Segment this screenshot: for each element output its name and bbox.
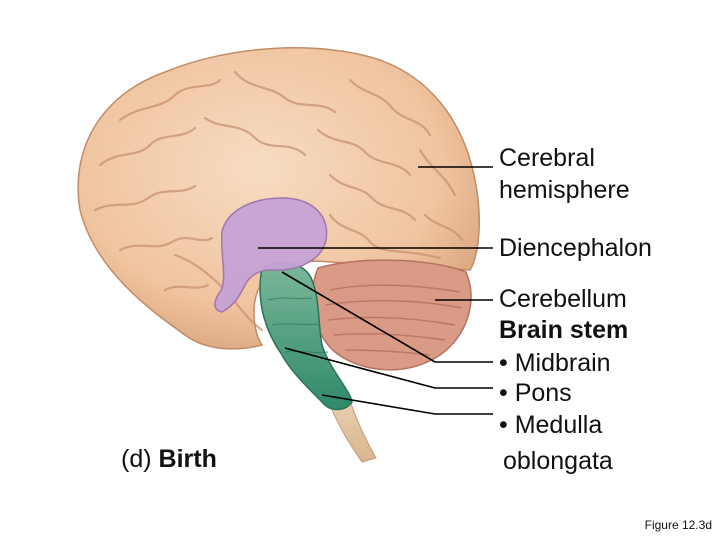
figure-number: Figure 12.3d xyxy=(645,518,712,532)
label-medulla-line2: oblongata xyxy=(503,446,613,477)
cerebellum xyxy=(312,260,471,370)
stage-name: Birth xyxy=(159,445,217,473)
label-cerebral-line1: Cerebral xyxy=(499,143,595,174)
stage-label: (d) Birth xyxy=(121,444,217,475)
label-brain-stem: Brain stem xyxy=(499,315,628,346)
label-cerebral-line2: hemisphere xyxy=(499,175,630,206)
label-pons: • Pons xyxy=(499,378,572,409)
label-medulla-line1: • Medulla xyxy=(499,410,602,441)
label-midbrain: • Midbrain xyxy=(499,348,611,379)
stage-letter: (d) xyxy=(121,445,152,473)
label-diencephalon: Diencephalon xyxy=(499,233,652,264)
label-cerebellum: Cerebellum xyxy=(499,284,627,315)
